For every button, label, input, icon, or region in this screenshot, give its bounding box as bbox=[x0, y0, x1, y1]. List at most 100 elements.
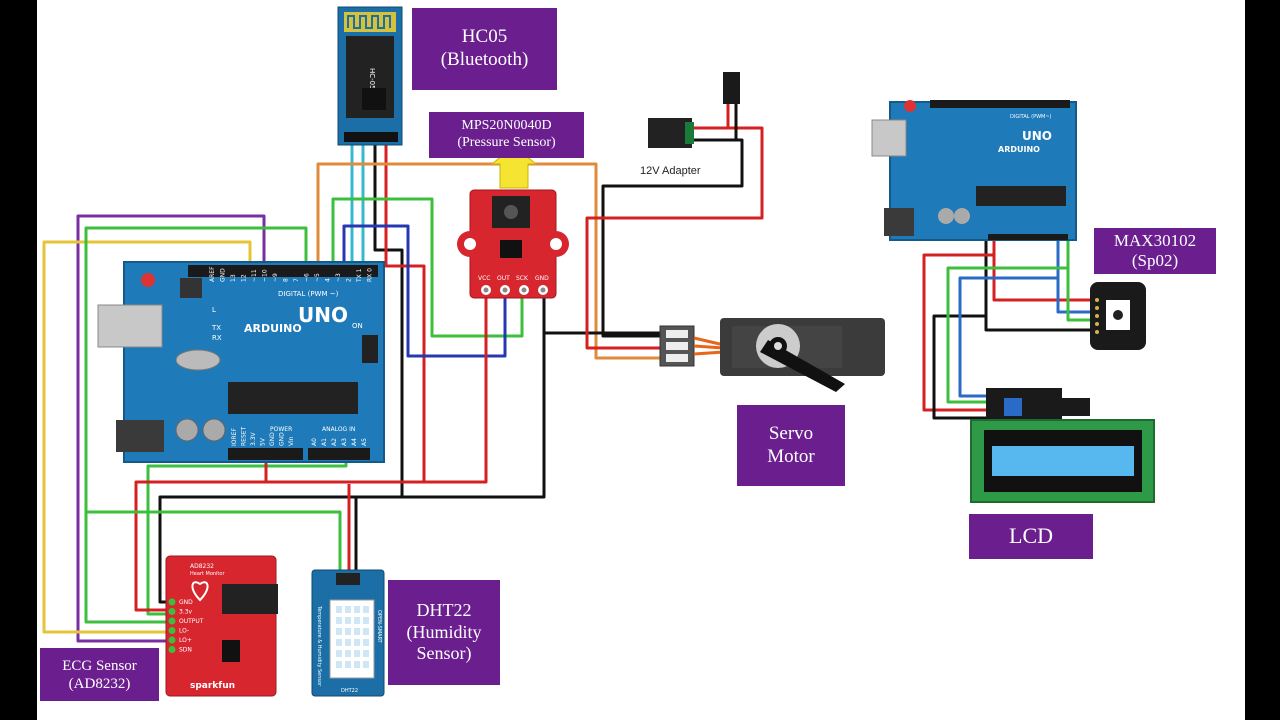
arduino-left-analog-pin-label: A3 bbox=[341, 438, 348, 446]
arduino-left-power-pin-label: RESET bbox=[241, 426, 248, 446]
dht-grid-cell bbox=[354, 639, 360, 646]
wire-orange-servo bbox=[316, 162, 665, 360]
wire-red-max bbox=[992, 238, 1094, 302]
ecg-pin-label: OUTPUT bbox=[179, 618, 204, 625]
arduino-left-power-pin-label: 5V bbox=[260, 437, 267, 446]
arduino-left-digital-pin-label: 8 bbox=[283, 278, 290, 282]
pressure-pin-label: OUT bbox=[497, 275, 510, 282]
dht-grid-cell bbox=[354, 661, 360, 668]
wire-red-hc05 bbox=[384, 145, 426, 482]
arduino-left-digital-pin-label: ~5 bbox=[314, 273, 321, 282]
arduino-right-brand: ARDUINO bbox=[998, 145, 1040, 154]
label-servo-line1: Servo bbox=[768, 422, 814, 444]
pressure-pin-label: VCC bbox=[478, 275, 490, 282]
arduino-left-power-pin-label: IOREF bbox=[231, 428, 238, 446]
dht-grid-cell bbox=[336, 606, 342, 613]
ecg-pin-pad bbox=[168, 646, 176, 653]
ecg-pin-label: LO- bbox=[179, 628, 189, 635]
max30102-module bbox=[1090, 282, 1146, 350]
label-lcd-line1: LCD bbox=[1009, 523, 1053, 549]
ecg-board: AD8232 Heart Monitor sparkfun GND3.3vOUT… bbox=[165, 555, 278, 697]
wire-green-dht bbox=[86, 510, 342, 572]
arduino-left-brand: ARDUINO bbox=[244, 322, 302, 335]
wire-blue-lcd bbox=[958, 276, 1058, 398]
label-servo-line2: Motor bbox=[767, 445, 815, 467]
label-max30102-line2: (Sp02) bbox=[1131, 251, 1179, 270]
dht-grid-cell bbox=[345, 628, 351, 635]
arduino-left-digital-pin-label: ~9 bbox=[272, 273, 279, 282]
arduino-left-digital-pin-label: AREF bbox=[209, 266, 216, 282]
ecg-board-subtitle: Heart Monitor bbox=[190, 571, 225, 577]
dht-grid-cell bbox=[336, 617, 342, 624]
arduino-left-power-pin-label: GND bbox=[269, 432, 276, 446]
label-pressure: MPS20N0040D (Pressure Sensor) bbox=[429, 112, 584, 158]
label-hc05-line1: HC05 bbox=[461, 26, 508, 48]
servo-motor bbox=[659, 318, 885, 392]
arduino-left-analog-header: ANALOG IN bbox=[322, 426, 355, 433]
arduino-left-digital-pin-label: ~10 bbox=[262, 269, 269, 282]
wire-red-pressure bbox=[266, 290, 488, 484]
ecg-pin-label: 3.3v bbox=[179, 609, 193, 616]
ecg-pin-pad bbox=[168, 608, 176, 615]
label-servo: Servo Motor bbox=[737, 405, 845, 486]
ecg-pin-pad bbox=[168, 617, 176, 625]
wire-red-lcd bbox=[922, 253, 994, 412]
dht-grid-cell bbox=[336, 661, 342, 668]
pressure-pin-label: GND bbox=[535, 275, 549, 282]
arduino-right-model: UNO bbox=[1022, 129, 1052, 143]
dht-grid-cell bbox=[363, 661, 369, 668]
wire-green-pressure bbox=[331, 197, 524, 338]
wire-purple-ecg bbox=[76, 214, 266, 643]
wire-green-ecg-out bbox=[84, 226, 308, 624]
label-max30102-line1: MAX30102 bbox=[1113, 230, 1197, 250]
dht-grid-cell bbox=[336, 639, 342, 646]
ecg-pin-label: LO+ bbox=[179, 637, 192, 644]
wire-green-lcd bbox=[946, 266, 1068, 404]
wire-red-ecg-33 bbox=[134, 452, 268, 612]
wire-black-adapter bbox=[601, 138, 744, 338]
arduino-left-digital-pin-label: GND bbox=[220, 268, 227, 282]
dht-grid-cell bbox=[336, 628, 342, 635]
arduino-left-analog-pin-label: A5 bbox=[361, 438, 368, 446]
dht-grid-cell bbox=[336, 650, 342, 657]
dht-grid-cell bbox=[363, 606, 369, 613]
dht-model: DHT22 bbox=[341, 688, 358, 694]
arduino-left-power-pin-label: 3.3V bbox=[250, 431, 257, 446]
dht-grid-cell bbox=[345, 650, 351, 657]
dht-grid-cell bbox=[345, 661, 351, 668]
arduino-left-digital-pin-label: TX 1 bbox=[356, 268, 363, 283]
label-ecg-line2: (AD8232) bbox=[68, 675, 131, 692]
label-pressure-line1: MPS20N0040D bbox=[461, 118, 552, 134]
dht-brand: OPEN-SMART bbox=[376, 610, 382, 644]
arduino-left-digital-pin-label: 13 bbox=[230, 274, 237, 282]
dht-side-text: Temperature & Humidity Sensor bbox=[316, 605, 322, 687]
arduino-left-digital-header: DIGITAL (PWM ~) bbox=[278, 290, 339, 298]
dht-grid-cell bbox=[354, 650, 360, 657]
dht-grid-cell bbox=[363, 639, 369, 646]
ecg-pin-pad bbox=[168, 627, 176, 634]
wires bbox=[42, 103, 1094, 643]
ecg-board-title: AD8232 bbox=[190, 563, 214, 570]
dht22-module: Temperature & Humidity Sensor OPEN-SMART… bbox=[311, 569, 385, 697]
arduino-left-power-pin-label: GND bbox=[279, 432, 286, 446]
arduino-left-power-pin-label: Vin bbox=[288, 436, 295, 446]
label-dht22-line2: (Humidity bbox=[406, 621, 482, 642]
arduino-left-l: L bbox=[212, 306, 216, 314]
wire-black-max bbox=[984, 238, 1094, 332]
wire-red-adapter bbox=[585, 126, 764, 350]
pressure-pin-hole bbox=[483, 287, 489, 293]
label-hc05: HC05 (Bluetooth) bbox=[412, 8, 557, 90]
pressure-pin-hole bbox=[502, 287, 508, 293]
label-dht22-line1: DHT22 bbox=[416, 600, 472, 621]
dht-grid-cell bbox=[345, 617, 351, 624]
dht-grid-cell bbox=[363, 617, 369, 624]
label-hc05-line2: (Bluetooth) bbox=[440, 49, 529, 70]
dht-grid-cell bbox=[354, 628, 360, 635]
